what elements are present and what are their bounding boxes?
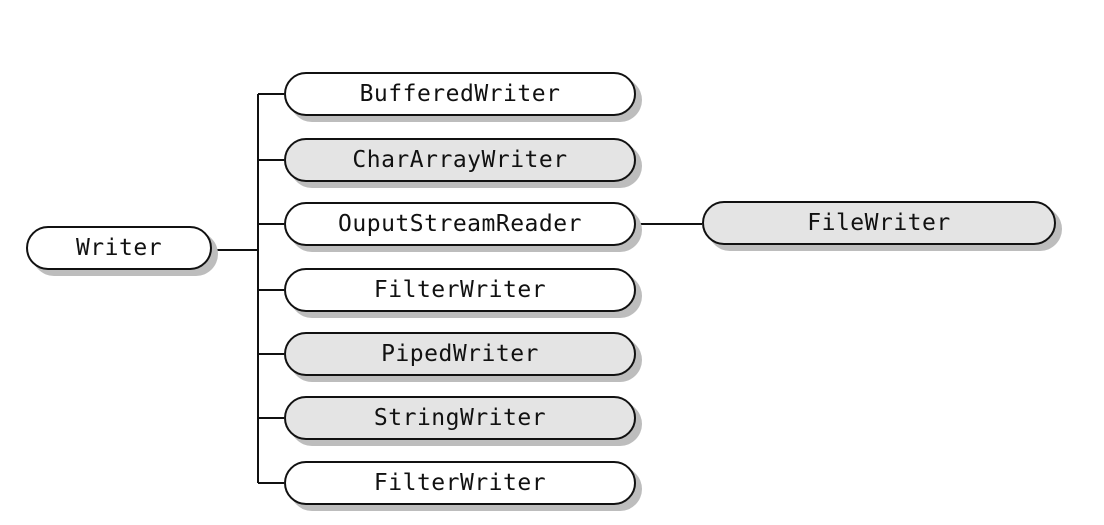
- string-writer-node: StringWriter: [284, 396, 636, 440]
- file-writer-node: FileWriter: [702, 201, 1056, 245]
- buffered-writer-node: BufferedWriter: [284, 72, 636, 116]
- char-array-writer-node: CharArrayWriter: [284, 138, 636, 182]
- output-stream-reader-node: OuputStreamReader: [284, 202, 636, 246]
- filter-writer-node-2: FilterWriter: [284, 461, 636, 505]
- piped-writer-node: PipedWriter: [284, 332, 636, 376]
- writer-node: Writer: [26, 226, 212, 270]
- filter-writer-node: FilterWriter: [284, 268, 636, 312]
